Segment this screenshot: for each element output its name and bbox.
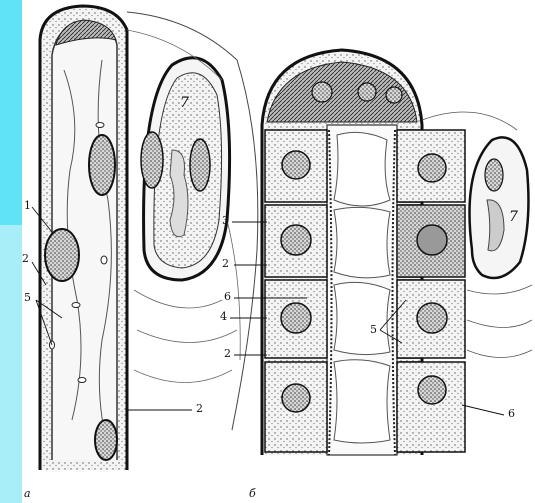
panel-b-drawing [262, 50, 532, 455]
panel-label-a: а [24, 487, 31, 500]
label-1: 1 [24, 200, 31, 211]
label-2a: 2 [22, 253, 29, 264]
label-5a: 5 [24, 292, 31, 303]
label-5b: 5 [370, 324, 377, 335]
label-2b: 2 [196, 403, 203, 414]
label-3: 3 [222, 215, 229, 226]
label-6a: 6 [224, 291, 231, 302]
histology-figure: 1 2 5 2 3 2 6 4 2 5 6 7 7 а б [22, 0, 535, 503]
side-panel [0, 225, 22, 503]
figure-drawing [22, 0, 535, 503]
panel-a-drawing [40, 6, 258, 470]
label-2d: 2 [224, 348, 231, 359]
panel-label-b: б [249, 487, 256, 500]
label-2c: 2 [222, 258, 229, 269]
cell-label-7a: 7 [180, 98, 189, 109]
cell-label-7b: 7 [509, 212, 518, 223]
label-4: 4 [220, 311, 227, 322]
label-6b: 6 [508, 408, 515, 419]
